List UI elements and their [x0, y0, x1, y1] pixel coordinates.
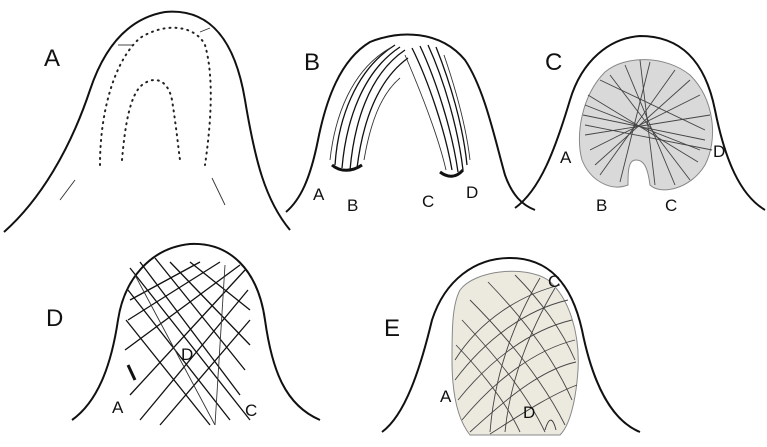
- panel-e-point-d: D: [523, 403, 535, 422]
- panel-b-point-b: B: [347, 196, 358, 215]
- panel-b: B A B C D: [286, 35, 535, 215]
- panel-d-crossing-fibers: [125, 258, 250, 425]
- panel-e-point-a: A: [440, 387, 452, 406]
- panel-a-faint-line: [212, 178, 225, 205]
- panel-c-point-b: B: [596, 196, 607, 215]
- panel-e-label: E: [384, 315, 400, 342]
- panel-e-point-c: C: [548, 272, 560, 291]
- panel-a-faint-line: [60, 180, 75, 200]
- panel-b-point-a: A: [313, 185, 325, 204]
- panel-b-point-c: C: [422, 192, 434, 211]
- panel-e: E C A D: [382, 258, 640, 435]
- panel-b-right-fiber-bundle: [405, 45, 470, 176]
- panel-b-left-fiber-bundle: [330, 45, 408, 170]
- panel-e-tissue-region: [452, 271, 578, 435]
- panel-c-point-d: D: [713, 142, 725, 161]
- panel-c-point-c: C: [665, 196, 677, 215]
- panel-a-faint-line: [200, 28, 210, 32]
- panel-d-point-a: A: [112, 398, 124, 417]
- panel-d-label: D: [46, 305, 63, 332]
- panel-b-label: B: [304, 49, 320, 76]
- panel-d-outline: [72, 244, 320, 420]
- panel-c-point-a: A: [560, 148, 572, 167]
- panel-a-label: A: [44, 45, 60, 72]
- panel-d: D A D C: [46, 244, 320, 425]
- panel-d-point-c: C: [245, 401, 257, 420]
- panel-b-point-d: D: [466, 183, 478, 202]
- panel-a-inner-dotted-contour: [122, 80, 180, 160]
- panel-d-point-d: D: [181, 345, 193, 364]
- panel-a: A: [4, 12, 290, 232]
- panel-a-outer-dotted-contour: [100, 28, 211, 165]
- panel-c-label: C: [545, 49, 562, 76]
- panel-c: C A B C D: [515, 36, 765, 215]
